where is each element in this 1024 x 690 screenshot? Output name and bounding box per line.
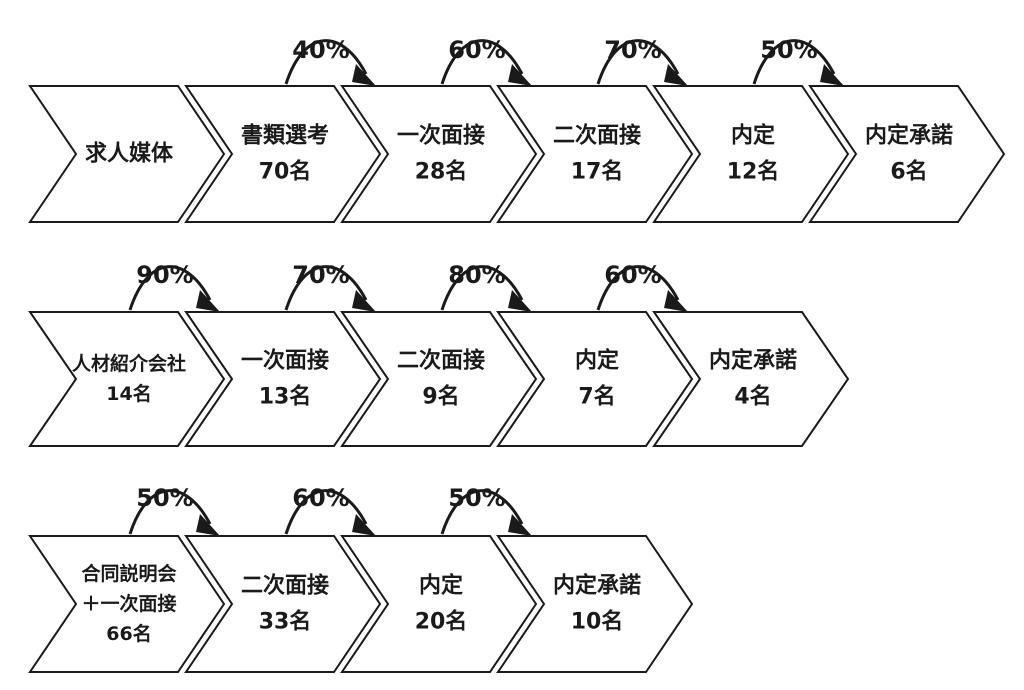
conversion-rate-label: 60% (448, 36, 505, 64)
conversion-rate-label: 60% (604, 261, 661, 289)
arrowhead-icon (196, 514, 220, 536)
stage-label: 求人媒体 (85, 141, 174, 167)
stage-count: 10名 (571, 609, 624, 635)
stage-chevron (28, 85, 226, 223)
stage-chevron (496, 311, 694, 447)
conversion-rate-label: 50% (136, 484, 193, 512)
stage-label: 二次面接 (553, 123, 641, 149)
arrowhead-icon (352, 290, 376, 312)
stage-chevron (808, 85, 1006, 223)
arrowhead-icon (196, 290, 220, 312)
stage-chevron (496, 535, 694, 673)
stage-label: 内定 (419, 573, 463, 599)
conversion-arrow (440, 489, 524, 535)
stage-label: 一次面接 (397, 123, 485, 149)
stage-count: 17名 (571, 159, 624, 185)
conversion-rate-label: 70% (292, 261, 349, 289)
stage-count: 7名 (578, 384, 615, 410)
stage-count: 6名 (890, 159, 927, 185)
stage-label: 二次面接 (397, 348, 485, 374)
conversion-arrow (440, 265, 524, 311)
stage-label: 内定承諾 (553, 573, 641, 599)
stage-count: 13名 (259, 384, 312, 410)
arrowhead-icon (508, 290, 532, 312)
arrowhead-icon (664, 64, 688, 86)
arrowhead-icon (820, 64, 844, 86)
conversion-rate-label: 70% (604, 36, 661, 64)
stage-chevron (184, 311, 382, 447)
stage-chevron (496, 85, 694, 223)
arrowhead-icon (352, 64, 376, 86)
conversion-rate-label: 40% (292, 36, 349, 64)
conversion-rate-label: 80% (448, 261, 505, 289)
stage-count: 20名 (415, 609, 468, 635)
stage-label: 内定承諾 (709, 348, 797, 374)
conversion-arrow (128, 265, 212, 311)
stage-label: 書類選考 (241, 123, 329, 149)
stage-chevron (340, 535, 538, 673)
stage-chevron (28, 535, 226, 673)
conversion-arrow (752, 39, 836, 85)
stage-count: 66名 (106, 622, 151, 645)
conversion-arrow (128, 489, 212, 535)
stage-label: 合同説明会 (81, 562, 176, 585)
stage-label: 人材紹介会社 (72, 352, 186, 375)
arrowhead-icon (664, 290, 688, 312)
conversion-arrow (440, 39, 524, 85)
stage-chevron (652, 85, 850, 223)
conversion-rate-label: 50% (448, 484, 505, 512)
stage-count: 33名 (259, 609, 312, 635)
stage-label: 内定 (575, 348, 619, 374)
arrowhead-icon (508, 64, 532, 86)
stage-chevron (184, 535, 382, 673)
conversion-rate-label: 60% (292, 484, 349, 512)
conversion-arrow (284, 489, 368, 535)
conversion-arrow (284, 39, 368, 85)
stage-chevron (340, 85, 538, 223)
stage-count: 70名 (259, 159, 312, 185)
stage-chevron (340, 311, 538, 447)
stage-label: 内定 (731, 123, 775, 149)
arrowhead-icon (508, 514, 532, 536)
stage-count: 28名 (415, 159, 468, 185)
arrowhead-icon (352, 514, 376, 536)
conversion-rate-label: 90% (136, 261, 193, 289)
conversion-arrow (284, 265, 368, 311)
stage-label: 二次面接 (241, 573, 329, 599)
stage-count: 12名 (727, 159, 780, 185)
stage-label: ＋一次面接 (81, 592, 176, 615)
stage-chevron (184, 85, 382, 223)
stage-label: 一次面接 (241, 348, 329, 374)
conversion-arrow (596, 39, 680, 85)
stage-chevron (28, 311, 226, 447)
stage-label: 内定承諾 (865, 123, 953, 149)
conversion-arrow (596, 265, 680, 311)
stage-count: 4名 (734, 384, 771, 410)
conversion-rate-label: 50% (760, 36, 817, 64)
stage-count: 9名 (422, 384, 459, 410)
stage-count: 14名 (106, 382, 151, 405)
stage-chevron (652, 311, 850, 447)
